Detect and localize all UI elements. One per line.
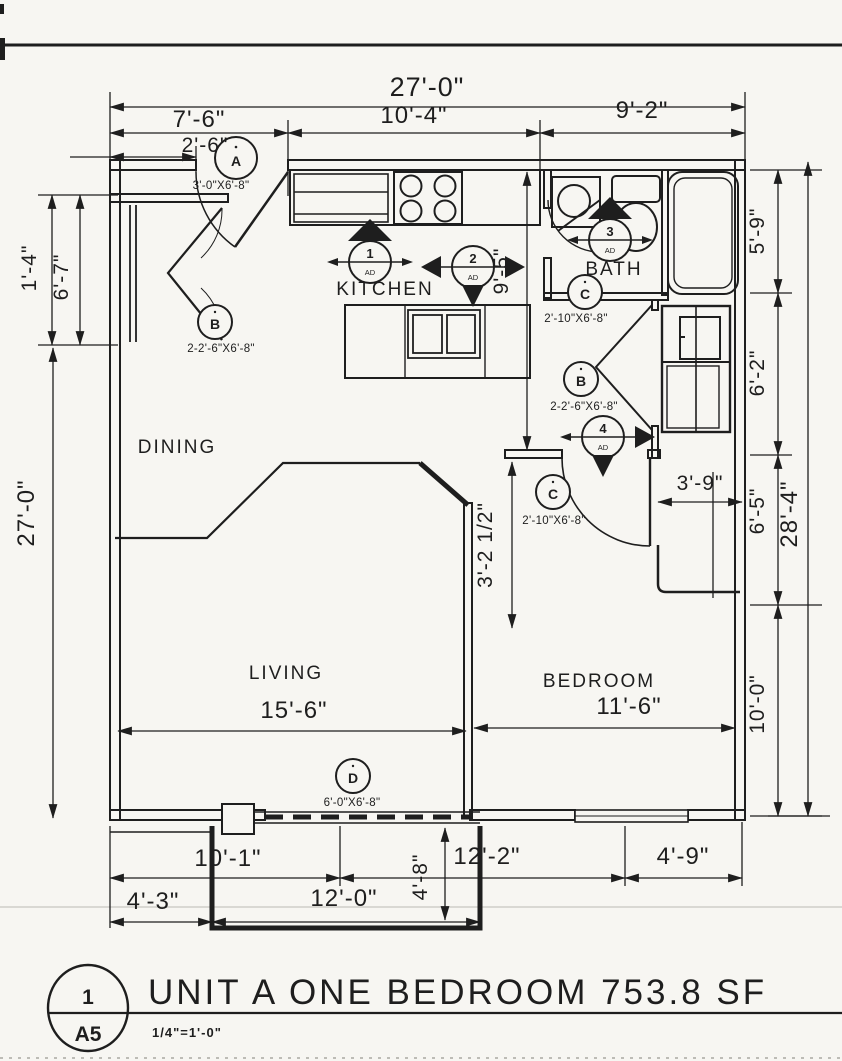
keynote-1: 1 AD <box>327 219 413 284</box>
dim-left-a: 1'-4" <box>18 245 41 292</box>
dim-closet-depth: 3'-9" <box>677 472 724 495</box>
sliding-door <box>255 811 480 824</box>
door-mark-a-size: 3'-0"X6'-8" <box>193 180 250 192</box>
drawing-title: UNIT A ONE BEDROOM 753.8 SF <box>148 973 767 1012</box>
door-mark-c-bedroom-letter: C <box>548 486 558 502</box>
dims-top <box>70 92 746 196</box>
dim-bottom-b: 12'-2" <box>453 843 520 870</box>
door-mark-b-entry-size: 2-2'-6"X6'-8" <box>187 343 255 355</box>
keynote-1-number: 1 <box>366 246 373 261</box>
keynote-4: 4 AD <box>560 415 655 477</box>
entry-door <box>195 171 290 248</box>
room-label-living: LIVING <box>249 663 323 684</box>
dim-bottom-d: 4'-3" <box>127 888 180 915</box>
keynote-4-number: 4 <box>599 421 607 436</box>
keynote-3-tag: AD <box>605 246 616 255</box>
bedroom-window <box>574 809 689 823</box>
door-mark-b-utility-size: 2-2'-6"X6'-8" <box>550 401 618 413</box>
utility-closet-doors <box>594 304 653 431</box>
dim-top-mid: 10'-4" <box>380 102 447 129</box>
keynote-4-tag: AD <box>598 443 609 452</box>
room-label-bath: BATH <box>585 259 642 280</box>
door-mark-c-bath-letter: C <box>580 286 590 302</box>
dim-bottom-a: 10'-1" <box>194 845 261 872</box>
washer-dryer-icon <box>660 304 732 434</box>
bath-door <box>547 199 601 253</box>
detail-reference-circle <box>46 963 130 1053</box>
dim-patio-width: 12'-0" <box>310 885 377 912</box>
dims-interior <box>117 171 743 736</box>
dim-right-d: 10'-0" <box>746 674 769 734</box>
kitchen-sink-icon <box>407 309 481 359</box>
dim-hall-width: 3'-2 1/2" <box>474 502 497 588</box>
keynote-2-number: 2 <box>469 251 476 266</box>
room-label-bedroom: BEDROOM <box>543 671 655 692</box>
dim-right-a: 5'-9" <box>746 208 769 255</box>
dim-right-c: 6'-5" <box>746 488 769 535</box>
door-mark-b-utility: B 2-2'-6"X6'-8" <box>550 361 618 413</box>
keynote-3-number: 3 <box>606 224 613 239</box>
detail-number: 1 <box>82 986 94 1009</box>
keynote-3: 3 AD <box>567 197 653 262</box>
dim-patio-depth: 4'-8" <box>409 854 432 901</box>
stove-icon <box>393 171 463 225</box>
dim-bedroom-width: 11'-6" <box>596 693 661 720</box>
door-mark-d-patio-letter: D <box>348 770 358 786</box>
dims-bottom <box>109 815 830 928</box>
scan-artifacts <box>0 4 842 1059</box>
dim-right-overall: 28'-4" <box>776 480 803 547</box>
keynote-1-tag: AD <box>365 268 376 277</box>
dim-left-overall: 27'-0" <box>13 479 40 546</box>
dim-top-left: 7'-6" <box>173 106 226 133</box>
dim-bottom-c: 4'-9" <box>657 843 710 870</box>
door-mark-b-utility-letter: B <box>576 373 586 389</box>
door-mark-c-bedroom-size: 2'-10"X6'-8" <box>522 515 585 527</box>
dim-left-b: 6'-7" <box>50 254 73 301</box>
door-mark-b-entry-letter: B <box>210 316 220 332</box>
wall-box <box>221 803 255 835</box>
door-mark-c-bath: C 2'-10"X6'-8" <box>544 274 607 325</box>
bathtub-icon <box>667 171 739 295</box>
drawing-scale: 1/4"=1'-0" <box>152 1025 222 1040</box>
bedroom-door <box>561 457 652 547</box>
dim-living-width: 15'-6" <box>260 697 327 724</box>
door-mark-c-bath-size: 2'-10"X6'-8" <box>544 313 607 325</box>
lavatory-icon <box>551 176 601 228</box>
dim-entry-offset: 2'-6" <box>182 134 229 157</box>
room-label-kitchen: KITCHEN <box>336 279 433 300</box>
dim-right-b: 6'-2" <box>746 350 769 397</box>
title-block: 1 A5 UNIT A ONE BEDROOM 753.8 SF 1/4"=1'… <box>46 963 842 1053</box>
door-mark-a-letter: A <box>231 153 241 169</box>
door-mark-d-patio: D 6'-0"X6'-8" <box>324 758 381 809</box>
door-mark-a: A 3'-0"X6'-8" <box>193 136 258 192</box>
dim-top-right: 9'-2" <box>616 97 669 124</box>
door-mark-d-patio-size: 6'-0"X6'-8" <box>324 797 381 809</box>
keynote-2-tag: AD <box>468 273 479 282</box>
door-mark-c-bedroom: C 2'-10"X6'-8" <box>522 474 585 527</box>
dim-overall-top: 27'-0" <box>390 72 465 102</box>
keynote-2: 2 AD <box>421 245 525 307</box>
dims-left <box>38 194 118 819</box>
sheet-number: A5 <box>75 1023 102 1046</box>
dims-right <box>750 161 822 817</box>
room-label-dining: DINING <box>138 437 217 458</box>
door-mark-b-entry: B 2-2'-6"X6'-8" <box>187 304 255 355</box>
